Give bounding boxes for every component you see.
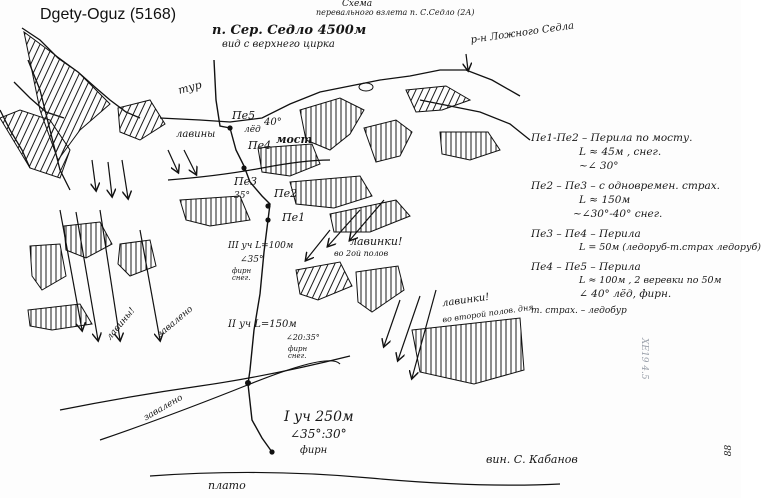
- contour-lines: [59, 159, 561, 486]
- pe4-label: Пе4: [248, 139, 272, 152]
- archive-stamp: ХЕ19 4.5: [639, 338, 649, 380]
- section-1-surface: фирн: [300, 445, 328, 456]
- pe5-label: Пе5: [232, 109, 256, 122]
- right-icefall: [411, 317, 525, 385]
- section-1-length: I уч 250м: [284, 409, 354, 425]
- angle-35-label: 35°: [234, 191, 250, 201]
- pe2-label: Пе2: [274, 187, 298, 200]
- route-line: [213, 59, 273, 453]
- legend-line: ~∠30°-40° снег.: [573, 208, 663, 220]
- author-signature: вин. С. Кабанов: [486, 453, 578, 466]
- left-serac-3: [117, 239, 157, 277]
- left-serac-4: [27, 303, 93, 331]
- route-sketch: [0, 27, 561, 486]
- legend-line: Пе2 – Пе3 – с одновремен. страх.: [531, 180, 721, 192]
- pass-name: п. Сер. Седло 4500м: [212, 23, 367, 38]
- mid-serac-2: [179, 195, 251, 227]
- avalanche-mid-label: лавинки!: [350, 235, 403, 248]
- legend-line: L ≈ 100м , 2 веревки по 50м: [579, 275, 722, 286]
- section-2-angle: ∠20:35°: [286, 333, 320, 342]
- section-2-length: II уч L=150м: [228, 319, 297, 330]
- section-2-surface: фирн снег.: [288, 345, 308, 360]
- page-title: Dgety-Oguz (5168): [40, 6, 177, 23]
- legend-line: ∠ 40° лёд, фирн.: [579, 288, 672, 300]
- page-number: 88: [724, 444, 735, 457]
- avalanche-left-label: лавины: [176, 129, 216, 140]
- legend-line: Пе3 – Пе4 – Перила: [531, 228, 641, 240]
- pass-subtitle: вид с верхнего цирка: [222, 39, 335, 50]
- mid-serac-3: [289, 175, 373, 209]
- pe1-label: Пе1: [282, 211, 306, 224]
- avalanche-mid-sub: во 2ой полов: [334, 249, 389, 258]
- sketch-header-line2: перевального взлета п. С.Седло (2А): [316, 8, 475, 17]
- legend-line: L ≈ 150м: [579, 194, 631, 206]
- route-legend: Пе1-Пе2 – Перила по мосту. L ≈ 45м , сне…: [531, 132, 761, 318]
- upper-serac-3: [405, 85, 472, 113]
- angle-40-label: 40°: [264, 117, 282, 128]
- legend-line: L = 50м (ледоруб-т.страх ледоруб): [579, 242, 761, 253]
- bergschrund-mark: [358, 82, 374, 92]
- legend-line: L ≈ 45м , снег.: [579, 146, 662, 158]
- upper-serac-1: [299, 97, 365, 151]
- legend-line: Пе4 – Пе5 – Перила: [531, 261, 641, 273]
- left-lower-cliff: [0, 109, 71, 179]
- section-3-length: III уч L=100м: [228, 241, 294, 251]
- tur-cliff: [117, 99, 166, 141]
- pe3-label: Пе3: [234, 175, 258, 188]
- legend-line: ~∠ 30°: [579, 160, 619, 172]
- left-serac-1: [63, 221, 113, 259]
- upper-serac-2: [363, 119, 413, 163]
- legend-line: т. страх. – ледобур: [531, 306, 627, 316]
- section-3-angle: ∠35°: [240, 255, 264, 265]
- ice-label: лёд: [244, 125, 261, 135]
- legend-line: Пе1-Пе2 – Перила по мосту.: [531, 132, 693, 144]
- section-1-angle: ∠35°:30°: [290, 427, 347, 441]
- left-serac-2: [29, 243, 67, 291]
- sketch-header-line1: Схема: [342, 0, 373, 9]
- plateau-label: плато: [208, 479, 246, 492]
- mid-serac-5: [295, 261, 353, 301]
- mid-serac-6: [355, 265, 405, 313]
- left-cliff-hatch: [23, 30, 111, 162]
- upper-serac-4: [439, 131, 501, 161]
- bridge-label: мост: [276, 133, 313, 146]
- avalanche-arrows: [59, 53, 468, 378]
- section-3-surface: фирн снег.: [232, 267, 252, 282]
